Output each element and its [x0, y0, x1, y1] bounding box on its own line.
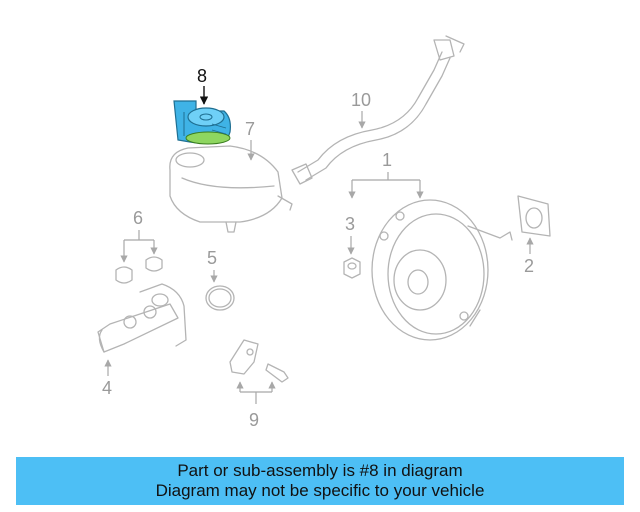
callout-8: 8	[197, 66, 207, 86]
part-1-brake-booster[interactable]: 1	[348, 150, 513, 341]
part-5-oring[interactable]: 5	[205, 248, 235, 311]
callout-7: 7	[245, 119, 255, 139]
part-4-master-cylinder[interactable]: 4	[97, 283, 187, 398]
part-3-nut[interactable]: 3	[343, 214, 361, 279]
banner-line-2: Diagram may not be specific to your vehi…	[155, 481, 485, 500]
callout-9: 9	[249, 410, 259, 430]
part-2-gasket[interactable]: 2	[517, 195, 551, 276]
callout-1: 1	[382, 150, 392, 170]
part-6-grommets[interactable]: 6	[115, 208, 163, 284]
banner-line-1: Part or sub-assembly is #8 in diagram	[177, 461, 463, 480]
info-banner: Part or sub-assembly is #8 in diagram Di…	[16, 457, 624, 505]
callout-2: 2	[524, 256, 534, 276]
part-8-highlighted[interactable]: 8	[173, 66, 231, 145]
callout-5: 5	[207, 248, 217, 268]
callout-6: 6	[133, 208, 143, 228]
part-7-reservoir[interactable]: 7	[169, 119, 293, 233]
part-10-vacuum-hose[interactable]: 10	[291, 35, 465, 185]
part-9-sensor[interactable]: 9	[229, 339, 289, 430]
callout-3: 3	[345, 214, 355, 234]
callout-4: 4	[102, 378, 112, 398]
callout-10: 10	[351, 90, 371, 110]
parts-diagram: 8 7 10 1	[97, 35, 551, 430]
